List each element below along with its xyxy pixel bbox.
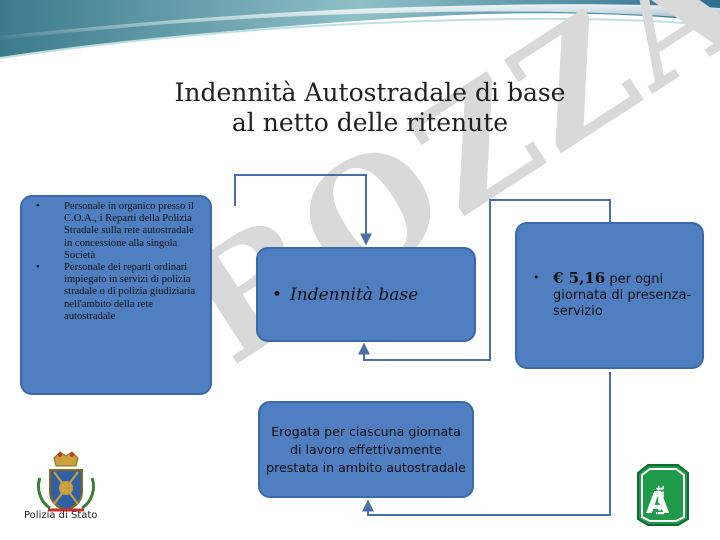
bullet-icon: •: [36, 201, 40, 212]
payment-condition-box: Erogata per ciascuna giornata di lavoro …: [258, 401, 474, 498]
connector-right-to-center: [358, 199, 611, 361]
payment-condition-text: Erogata per ciascuna giornata di lavoro …: [266, 423, 466, 475]
connector-left-to-center: [234, 174, 372, 246]
connector-bottom-loop: [362, 372, 611, 516]
aiscat-logo: A iscat: [637, 464, 689, 526]
bullet-icon: •: [533, 271, 540, 284]
allowance-amount-row: • € 5,16 per ogni giornata di presenza-se…: [531, 270, 692, 320]
title-line-2: al netto delle ritenute: [231, 108, 509, 137]
bullet-icon: •: [272, 284, 283, 305]
page-title: Indennità Autostradale di base al netto …: [150, 78, 590, 138]
allowance-amount-box: • € 5,16 per ogni giornata di presenza-se…: [515, 222, 704, 369]
svg-text:A: A: [646, 486, 670, 521]
base-allowance-label: Indennità base: [290, 284, 419, 305]
polizia-di-stato-logo: [36, 451, 96, 512]
list-item: •Personale in organico presso il C.O.A.,…: [36, 201, 194, 261]
svg-text:iscat: iscat: [654, 485, 667, 515]
eligible-personnel-list: •Personale in organico presso il C.O.A.,…: [30, 201, 202, 323]
eligible-personnel-box: •Personale in organico presso il C.O.A.,…: [20, 195, 212, 395]
base-allowance-box: • Indennità base: [256, 247, 476, 342]
bullet-icon: •: [36, 262, 40, 274]
title-line-1: Indennità Autostradale di base: [174, 78, 566, 107]
list-item: •Personale dei reparti ordinari impiegat…: [36, 262, 196, 322]
allowance-amount: € 5,16: [553, 269, 606, 287]
polizia-di-stato-caption: Polizia di Stato: [24, 510, 98, 521]
header-banner: [0, 0, 720, 59]
allowance-amount-description: per ogni giornata di presenza-servizio: [553, 272, 692, 319]
